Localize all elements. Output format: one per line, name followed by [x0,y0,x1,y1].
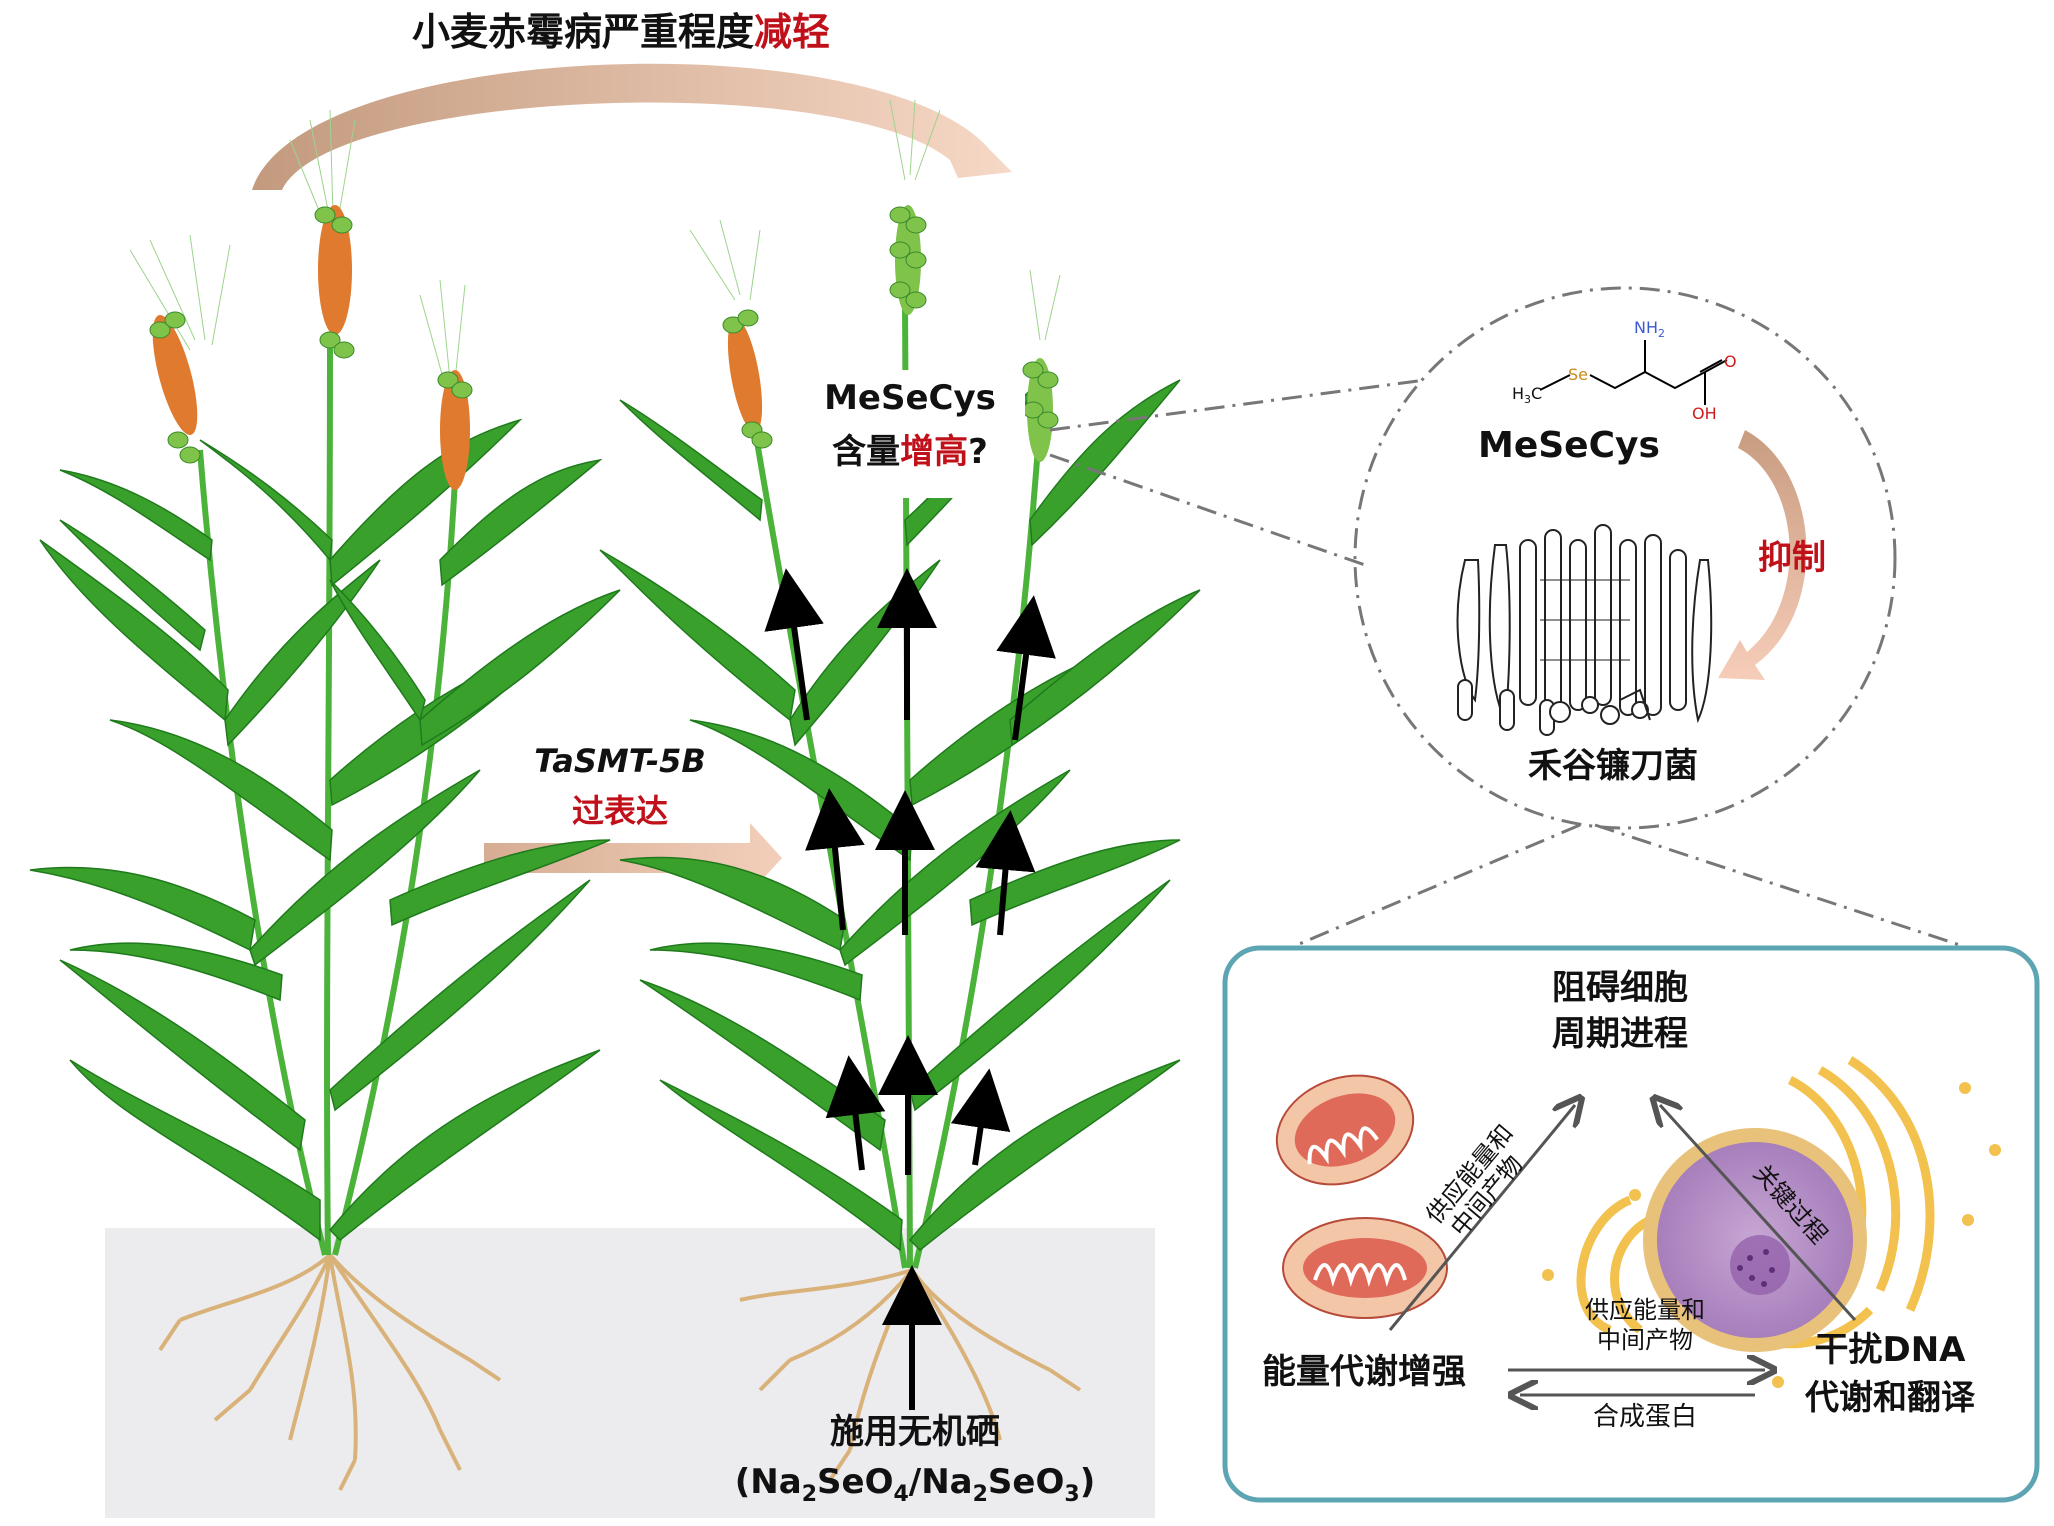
inhibit-label: 抑制 [1758,538,1826,578]
overexpression-label: 过表达 [571,792,668,830]
mesecys-bubble-bg [795,370,1025,498]
selenium-label: 施用无机硒 [830,1412,1000,1452]
atom-o: O [1724,352,1737,371]
formula-sub-4: 3 [1064,1481,1080,1507]
gene-label: TaSMT-5B [534,742,706,780]
severity-reduction-arrow [252,63,1012,190]
selenium-formula: (Na2SeO4/Na2SeO3) [700,1462,1130,1508]
formula-part-3: /Na [908,1462,973,1502]
inhibit-arrow [1718,430,1807,680]
roots-control [158,1253,502,1491]
atom-nh2-text: NH [1634,318,1658,337]
atom-nh2-sub: 2 [1658,327,1665,341]
atom-nh2: NH2 [1634,318,1665,340]
supply-horiz-line2: 中间产物 [1597,1326,1693,1354]
atom-oh: OH [1692,404,1717,423]
molecule-name: MeSeCys [1478,425,1660,466]
selenium-transport-arrows [764,568,1056,1410]
formula-sub-3: 2 [972,1481,988,1507]
formula-part-4: SeO [987,1462,1065,1502]
formula-part-2: SeO [817,1462,894,1502]
wheat-plant-control [29,109,621,1491]
formula-sub-1: 2 [801,1481,818,1507]
title-main: 小麦赤霉病严重程度 [412,10,755,54]
mitochondrion-icon [1275,1074,1415,1186]
title-label: 小麦赤霉病严重程度减轻 [412,10,830,56]
title-highlight: 减轻 [754,10,831,54]
energy-metabolism-label: 能量代谢增强 [1262,1352,1466,1392]
bubble-line2-suffix: ? [968,432,988,472]
bubble-content-label: 含量增高? [800,432,1020,473]
synth-protein-label: 合成蛋白 [1592,1402,1697,1432]
cell-nucleus-icon [1542,1056,2001,1388]
cell-cycle-line2: 周期进程 [1552,1014,1688,1054]
formula-part-5: ) [1079,1462,1096,1502]
mechanism-arrows [1388,1105,1857,1395]
atom-ch3-sub: 3 [1524,393,1532,407]
wheat-spikes-treated [689,99,1061,462]
bubble-line2-prefix: 含量 [832,432,901,472]
atom-ch3-h: H [1512,384,1525,403]
atom-ch3: H3C [1512,384,1542,406]
cell-cycle-line1: 阻碍细胞 [1552,968,1688,1008]
mechanism-box [1222,945,2040,1503]
bubble-mesecys-name: MeSeCys [824,378,996,418]
dna-line2: 代谢和翻译 [1805,1378,1975,1418]
mesecys-molecule [1539,340,1728,405]
mitochondrion-icon-2 [1282,1217,1448,1319]
bubble-line2-highlight: 增高 [900,432,969,472]
fusarium-sketch [1456,524,1713,736]
soil-region [105,1228,1155,1518]
formula-part-1: (Na [734,1462,802,1502]
fungus-label: 禾谷镰刀菌 [1528,746,1698,786]
wheat-spikes-control [129,109,473,490]
formula-sub-2: 4 [893,1481,909,1507]
atom-ch3-c: C [1531,384,1543,403]
supply-horiz-line1: 供应能量和 [1585,1296,1705,1324]
atom-se: Se [1568,365,1588,384]
dna-line1: 干扰DNA [1814,1330,1966,1370]
zoom-circle [1049,286,1976,952]
